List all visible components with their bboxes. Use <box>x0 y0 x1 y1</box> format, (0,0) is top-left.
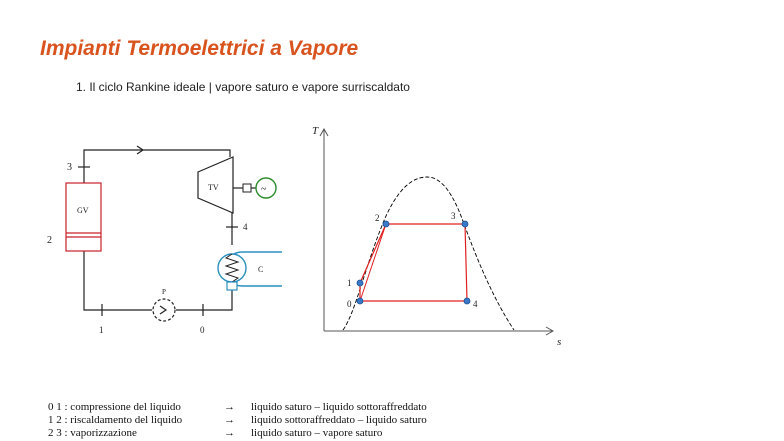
generator-symbol: ~ <box>261 184 267 195</box>
ts-point-label-4: 4 <box>473 299 478 309</box>
node-label-1: 1 <box>99 325 104 335</box>
legend-row: 0 1 : compressione del liquido → liquido… <box>48 401 568 414</box>
condenser-c: C <box>217 251 282 291</box>
slide-title: Impianti Termoelettrici a Vapore <box>40 37 359 60</box>
saturation-dome <box>342 176 515 331</box>
right-arrow-icon: → <box>224 414 235 426</box>
cycle-pump-line <box>359 223 387 302</box>
node-label-3: 3 <box>67 162 72 173</box>
slide-subtitle: 1. Il ciclo Rankine ideale | vapore satu… <box>76 80 410 94</box>
node-label-2: 2 <box>47 235 52 246</box>
condenser-label: C <box>258 265 263 274</box>
boiler-gv: GV <box>65 182 102 252</box>
boiler-label: GV <box>77 206 89 215</box>
pump-p: P <box>152 288 176 322</box>
legend-process: 0 1 : compressione del liquido <box>48 401 181 413</box>
turbine-label: TV <box>208 183 219 192</box>
ts-point-label-2: 2 <box>375 213 380 223</box>
state-point-1 <box>356 279 364 287</box>
legend-row: 1 2 : riscaldamento del liquido → liquid… <box>48 414 568 427</box>
generator: ~ <box>255 177 277 199</box>
legend-process: 1 2 : riscaldamento del liquido <box>48 414 183 426</box>
pump-label: P <box>162 288 166 296</box>
legend-process: 2 3 : vaporizzazione <box>48 427 137 439</box>
flow-arrow-icon <box>136 145 145 155</box>
ts-point-label-3: 3 <box>451 211 456 221</box>
legend-row: 2 3 : vaporizzazione → liquido saturo – … <box>48 427 568 440</box>
node-ticks <box>78 166 238 316</box>
ts-point-label-0: 0 <box>347 299 352 309</box>
state-points <box>356 220 471 305</box>
state-point-2 <box>382 220 390 228</box>
right-arrow-icon: → <box>224 401 235 413</box>
pipe-pump-to-boiler <box>83 251 152 311</box>
process-legend: 0 1 : compressione del liquido → liquido… <box>48 401 568 440</box>
node-label-4: 4 <box>243 222 248 232</box>
state-point-3 <box>461 220 469 228</box>
turbine-tv: TV <box>197 156 256 214</box>
ts-axes <box>319 127 555 336</box>
rankine-cycle-path <box>359 223 468 302</box>
pipe-condenser-to-pump <box>176 290 233 311</box>
state-point-0 <box>356 297 364 305</box>
legend-description: liquido sottoraffreddato – liquido satur… <box>251 414 427 426</box>
ts-point-label-1: 1 <box>347 278 352 288</box>
node-label-0: 0 <box>200 325 205 335</box>
ts-y-axis-label: T <box>312 125 319 137</box>
state-point-4 <box>463 297 471 305</box>
legend-description: liquido saturo – liquido sottoraffreddat… <box>251 401 427 413</box>
right-arrow-icon: → <box>224 427 235 439</box>
legend-description: liquido saturo – vapore saturo <box>251 427 383 439</box>
ts-x-axis-label: s <box>557 336 561 348</box>
